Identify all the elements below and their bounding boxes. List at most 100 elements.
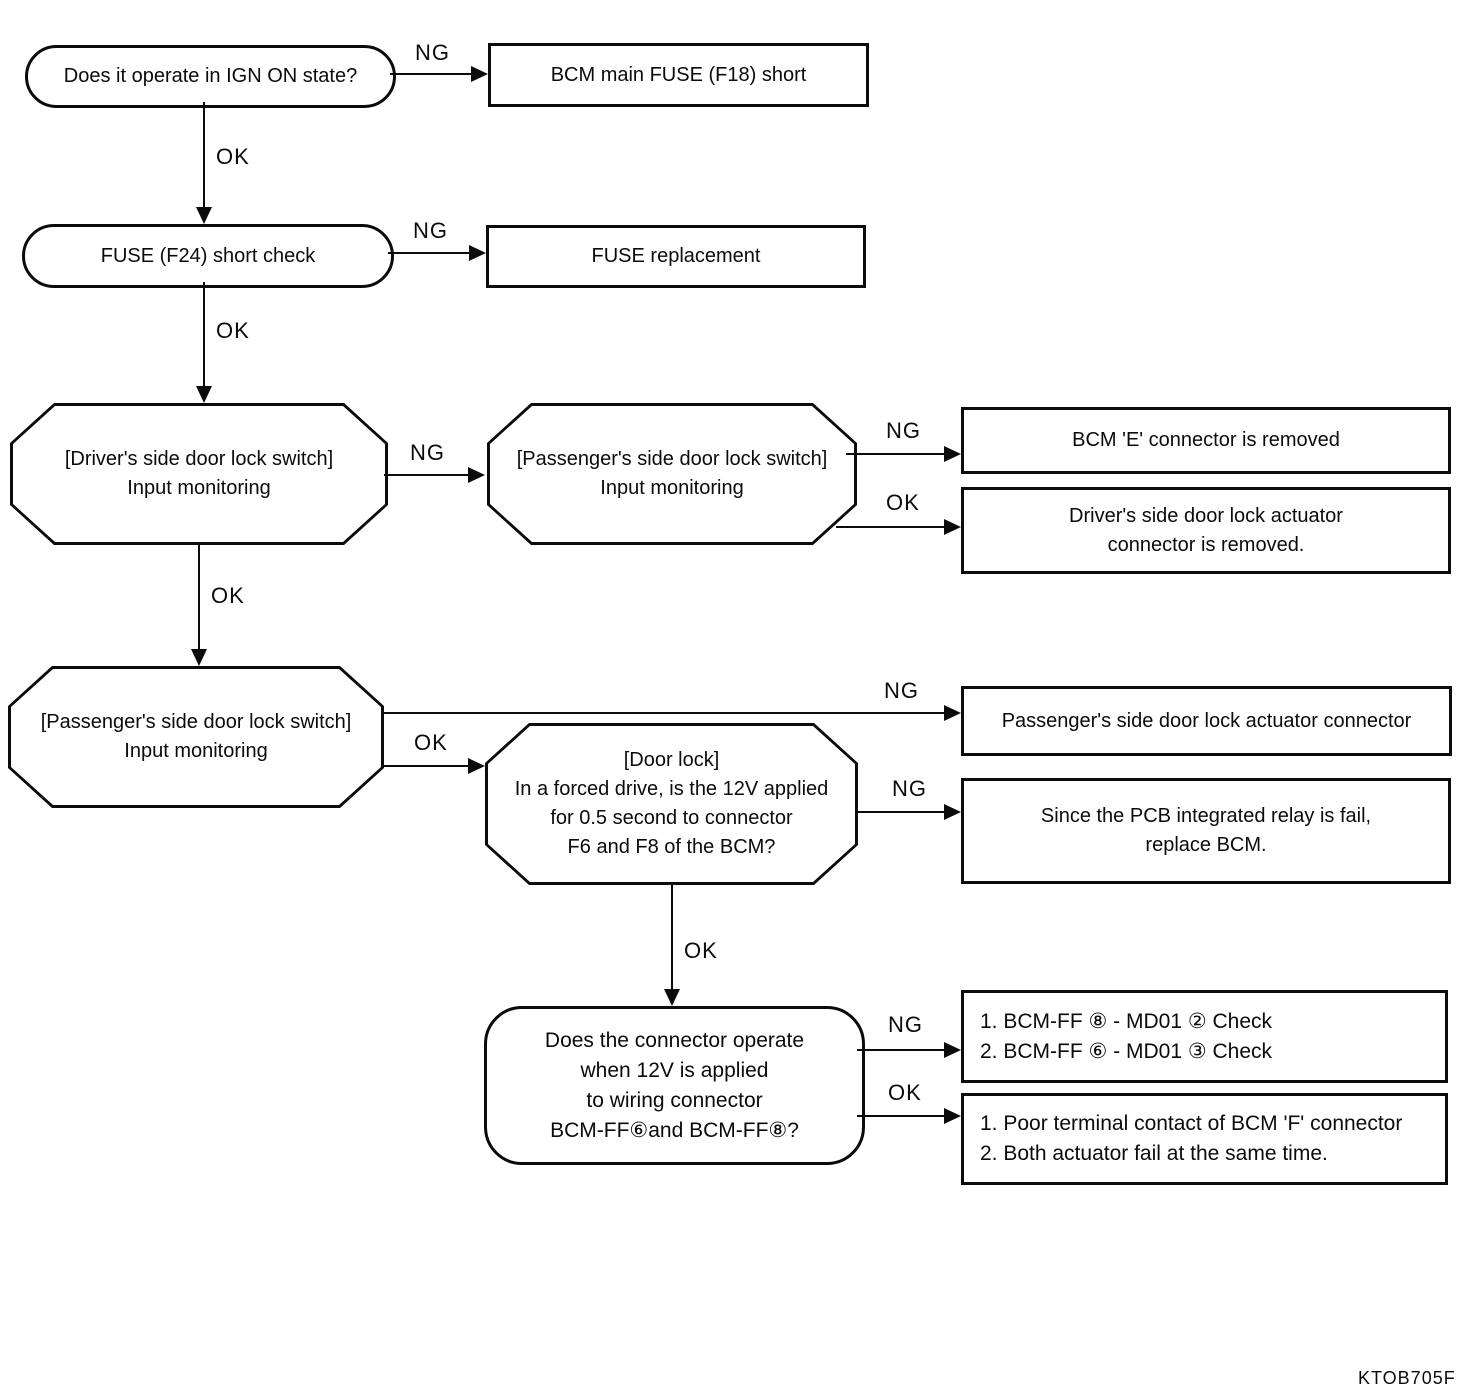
node-text: Driver's side door lock actuator connecto…: [964, 502, 1448, 560]
node-text: BCM main FUSE (F18) short: [491, 61, 866, 90]
node-bcm-e-connector-removed: BCM 'E' connector is removed: [961, 407, 1451, 474]
connector-line: [384, 474, 469, 476]
node-bcm-main-fuse: BCM main FUSE (F18) short: [488, 43, 869, 107]
connector-line: [388, 252, 470, 254]
node-passenger-actuator-connector: Passenger's side door lock actuator conn…: [961, 686, 1452, 756]
connector-line: [382, 765, 470, 767]
arrowhead-icon: [468, 758, 485, 774]
edge-label-ng: NG: [410, 440, 445, 465]
node-text: Does the connector operate when 12V is ap…: [487, 1026, 862, 1146]
figure-code: KTOB705F: [1358, 1368, 1456, 1388]
connector-line: [857, 1115, 946, 1117]
arrowhead-icon: [468, 467, 485, 483]
connector-line: [846, 453, 946, 455]
arrowhead-icon: [944, 705, 961, 721]
arrowhead-icon: [196, 386, 212, 403]
text-line: Driver's side door lock actuator: [1069, 504, 1343, 527]
edge-label-ok: OK: [886, 490, 920, 515]
text-line: Input monitoring: [124, 740, 268, 762]
arrowhead-icon: [191, 649, 207, 666]
text-line: 1. Poor terminal contact of BCM 'F' conn…: [980, 1112, 1403, 1135]
edge-label-ng: NG: [892, 776, 927, 801]
node-text: [Door lock] In a forced drive, is the 12V…: [488, 746, 855, 862]
text-line: Does it operate in IGN ON state?: [63, 65, 358, 87]
node-driver-actuator-removed: Driver's side door lock actuator connecto…: [961, 487, 1451, 574]
arrowhead-icon: [944, 446, 961, 462]
node-text: FUSE replacement: [489, 242, 863, 271]
arrowhead-icon: [196, 207, 212, 224]
edge-label-ok: OK: [414, 730, 448, 755]
node-passenger-switch-monitoring-a: [Passenger's side door lock switch] Input…: [487, 403, 857, 545]
text-line: [Passenger's side door lock switch]: [40, 711, 352, 733]
text-line: FUSE replacement: [591, 245, 761, 267]
edge-label-ng: NG: [415, 40, 450, 65]
node-door-lock-forced-drive: [Door lock] In a forced drive, is the 12V…: [485, 723, 858, 885]
node-pcb-relay-replace-bcm: Since the PCB integrated relay is fail, r…: [961, 778, 1451, 884]
text-line: In a forced drive, is the 12V applied: [514, 778, 829, 800]
connector-line: [856, 811, 946, 813]
arrowhead-icon: [664, 989, 680, 1006]
node-text: [Passenger's side door lock switch] Input…: [490, 445, 854, 503]
node-text: FUSE (F24) short check: [25, 242, 391, 271]
arrowhead-icon: [471, 66, 488, 82]
text-line: [Driver's side door lock switch]: [64, 448, 334, 470]
edge-label-ng: NG: [886, 418, 921, 443]
text-line: Passenger's side door lock actuator conn…: [1001, 709, 1412, 732]
text-line: Input monitoring: [600, 477, 744, 499]
text-line: [Door lock]: [623, 749, 720, 771]
text-line: F6 and F8 of the BCM?: [567, 836, 776, 858]
node-text: 1. BCM-FF ⑧ - MD01 ② Check 2. BCM-FF ⑥ - …: [964, 1007, 1445, 1067]
edge-label-ok: OK: [888, 1080, 922, 1105]
node-passenger-switch-monitoring-b: [Passenger's side door lock switch] Input…: [8, 666, 384, 808]
text-line: FUSE (F24) short check: [100, 244, 316, 267]
node-text: Since the PCB integrated relay is fail, r…: [964, 802, 1448, 860]
node-text: [Passenger's side door lock switch] Input…: [11, 708, 381, 766]
text-line: Input monitoring: [127, 477, 271, 499]
arrowhead-icon: [944, 1108, 961, 1124]
edge-label-ok: OK: [216, 144, 250, 169]
text-line: to wiring connector: [586, 1088, 763, 1112]
text-line: 2. Both actuator fail at the same time.: [980, 1142, 1328, 1165]
text-line: 1. BCM-FF ⑧ - MD01 ② Check: [980, 1009, 1273, 1033]
node-ign-on-check: Does it operate in IGN ON state?: [25, 45, 396, 108]
edge-label-ng: NG: [413, 218, 448, 243]
node-connector-operate-12v: Does the connector operate when 12V is ap…: [484, 1006, 865, 1165]
arrowhead-icon: [469, 245, 486, 261]
connector-line: [836, 526, 946, 528]
edge-label-ok: OK: [684, 938, 718, 963]
text-line: Since the PCB integrated relay is fail,: [1040, 805, 1372, 827]
text-line: connector is removed.: [1107, 533, 1305, 556]
text-line: BCM-FF⑥and BCM-FF⑧?: [550, 1118, 799, 1142]
edge-label-ng: NG: [888, 1012, 923, 1037]
node-poor-terminal-contact: 1. Poor terminal contact of BCM 'F' conn…: [961, 1093, 1448, 1185]
node-text: 1. Poor terminal contact of BCM 'F' conn…: [964, 1109, 1445, 1169]
text-line: replace BCM.: [1145, 834, 1267, 856]
text-line: BCM 'E' connector is removed: [1072, 429, 1340, 451]
edge-label-ok: OK: [211, 583, 245, 608]
connector-line: [857, 1049, 946, 1051]
node-text: BCM 'E' connector is removed: [964, 426, 1448, 455]
text-line: for 0.5 second to connector: [550, 807, 793, 829]
arrowhead-icon: [944, 1042, 961, 1058]
text-line: Does the connector operate: [544, 1028, 805, 1052]
connector-line: [390, 73, 474, 75]
node-fuse-replacement: FUSE replacement: [486, 225, 866, 288]
arrowhead-icon: [944, 519, 961, 535]
node-fuse-f24-check: FUSE (F24) short check: [22, 224, 394, 288]
edge-label-ok: OK: [216, 318, 250, 343]
node-text: Passenger's side door lock actuator conn…: [964, 707, 1449, 736]
connector-line: [382, 712, 946, 714]
edge-label-ng: NG: [884, 678, 919, 703]
text-line: BCM main FUSE (F18) short: [550, 63, 807, 86]
text-line: [Passenger's side door lock switch]: [516, 448, 828, 470]
node-text: [Driver's side door lock switch] Input mo…: [13, 445, 385, 503]
connector-line: [203, 282, 205, 388]
connector-line: [671, 885, 673, 991]
connector-line: [198, 545, 200, 651]
text-line: 2. BCM-FF ⑥ - MD01 ③ Check: [980, 1039, 1273, 1063]
node-driver-switch-monitoring: [Driver's side door lock switch] Input mo…: [10, 403, 388, 545]
arrowhead-icon: [944, 804, 961, 820]
connector-line: [203, 102, 205, 210]
text-line: when 12V is applied: [580, 1058, 769, 1082]
